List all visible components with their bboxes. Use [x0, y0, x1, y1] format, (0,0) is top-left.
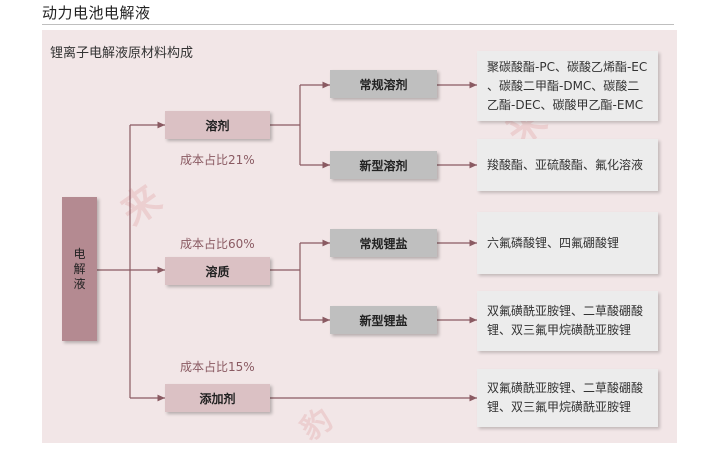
leaf-additives: 双氟磺酰亚胺锂、二草酸硼酸 锂、双三氟甲烷磺酰亚胺锂 — [477, 369, 658, 427]
leaf-line: 、碳酸二甲酯-DMC、碳酸二 — [487, 78, 640, 93]
node-conventional-lithium-salt: 常规锂盐 — [330, 229, 437, 257]
node-solute: 溶质 — [165, 257, 270, 285]
leaf-line: 六氟磷酸锂、四氟硼酸锂 — [487, 235, 620, 250]
leaf-line: 锂、双三氟甲烷磺酰亚胺锂 — [487, 400, 632, 414]
cost-share-solvent: 成本占比21% — [180, 153, 255, 167]
page-title: 动力电池电解液 — [42, 4, 151, 22]
leaf-conventional-salts: 六氟磷酸锂、四氟硼酸锂 — [477, 212, 658, 274]
leaf-new-salts: 双氟磺酰亚胺锂、二草酸硼酸 锂、双三氟甲烷磺酰亚胺锂 — [477, 291, 658, 351]
leaf-line: 乙酯-DEC、碳酸甲乙酯-EMC — [487, 97, 644, 112]
node-solvent: 溶剂 — [165, 111, 270, 139]
root-char: 液 — [73, 276, 86, 291]
node-conventional-solvent: 常规溶剂 — [330, 70, 437, 98]
node-additive: 添加剂 — [165, 384, 270, 412]
node-new-solvent: 新型溶剂 — [330, 151, 437, 179]
title-divider — [42, 24, 674, 25]
leaf-line: 羧酸酯、亚硫酸酯、氟化溶液 — [487, 157, 644, 172]
leaf-line: 双氟磺酰亚胺锂、二草酸硼酸 — [487, 381, 644, 395]
leaf-line: 锂、双三氟甲烷磺酰亚胺锂 — [487, 323, 632, 337]
cost-share-solute: 成本占比60% — [180, 237, 255, 251]
panel-title: 锂离子电解液原材料构成 — [50, 46, 194, 61]
root-char: 解 — [73, 261, 86, 276]
node-new-lithium-salt: 新型锂盐 — [330, 306, 437, 334]
leaf-line: 聚碳酸酯-PC、碳酸乙烯酯-EC — [487, 59, 648, 74]
leaf-new-solvents: 羧酸酯、亚硫酸酯、氟化溶液 — [477, 139, 658, 191]
root-char: 电 — [73, 246, 86, 261]
cost-share-additive: 成本占比15% — [180, 360, 255, 374]
root-node-electrolyte: 电 解 液 — [62, 197, 97, 341]
leaf-conventional-solvents: 聚碳酸酯-PC、碳酸乙烯酯-EC 、碳酸二甲酯-DMC、碳酸二 乙酯-DEC、碳… — [477, 51, 658, 121]
leaf-line: 双氟磺酰亚胺锂、二草酸硼酸 — [487, 304, 644, 318]
